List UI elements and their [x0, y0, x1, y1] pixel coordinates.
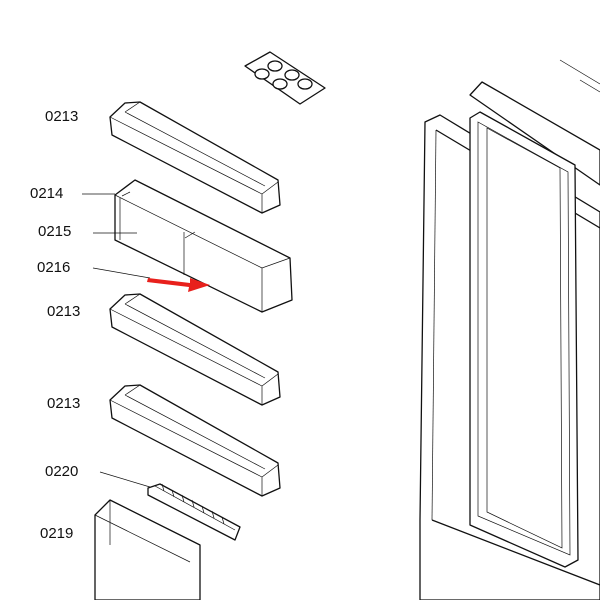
- fridge-door: [419, 59, 600, 600]
- leader-lines: [82, 193, 151, 488]
- red-arrow: [147, 278, 210, 292]
- part-label: 0215: [38, 223, 72, 240]
- part-label: 0214: [30, 185, 64, 202]
- egg-tray: [244, 51, 326, 105]
- bottle-retainer: [147, 483, 241, 541]
- part-label: 0213: [45, 108, 79, 125]
- part-label: 0220: [45, 463, 79, 480]
- door-shelf: [109, 293, 281, 406]
- part-label: 0213: [47, 303, 81, 320]
- part-label: 0219: [40, 525, 74, 542]
- bottom-shelf: [94, 499, 201, 600]
- door-shelf: [109, 101, 281, 214]
- door-shelf: [109, 384, 281, 497]
- part-label: 0213: [47, 395, 81, 412]
- bottle-box: [114, 179, 293, 313]
- part-label: 0216: [37, 259, 71, 276]
